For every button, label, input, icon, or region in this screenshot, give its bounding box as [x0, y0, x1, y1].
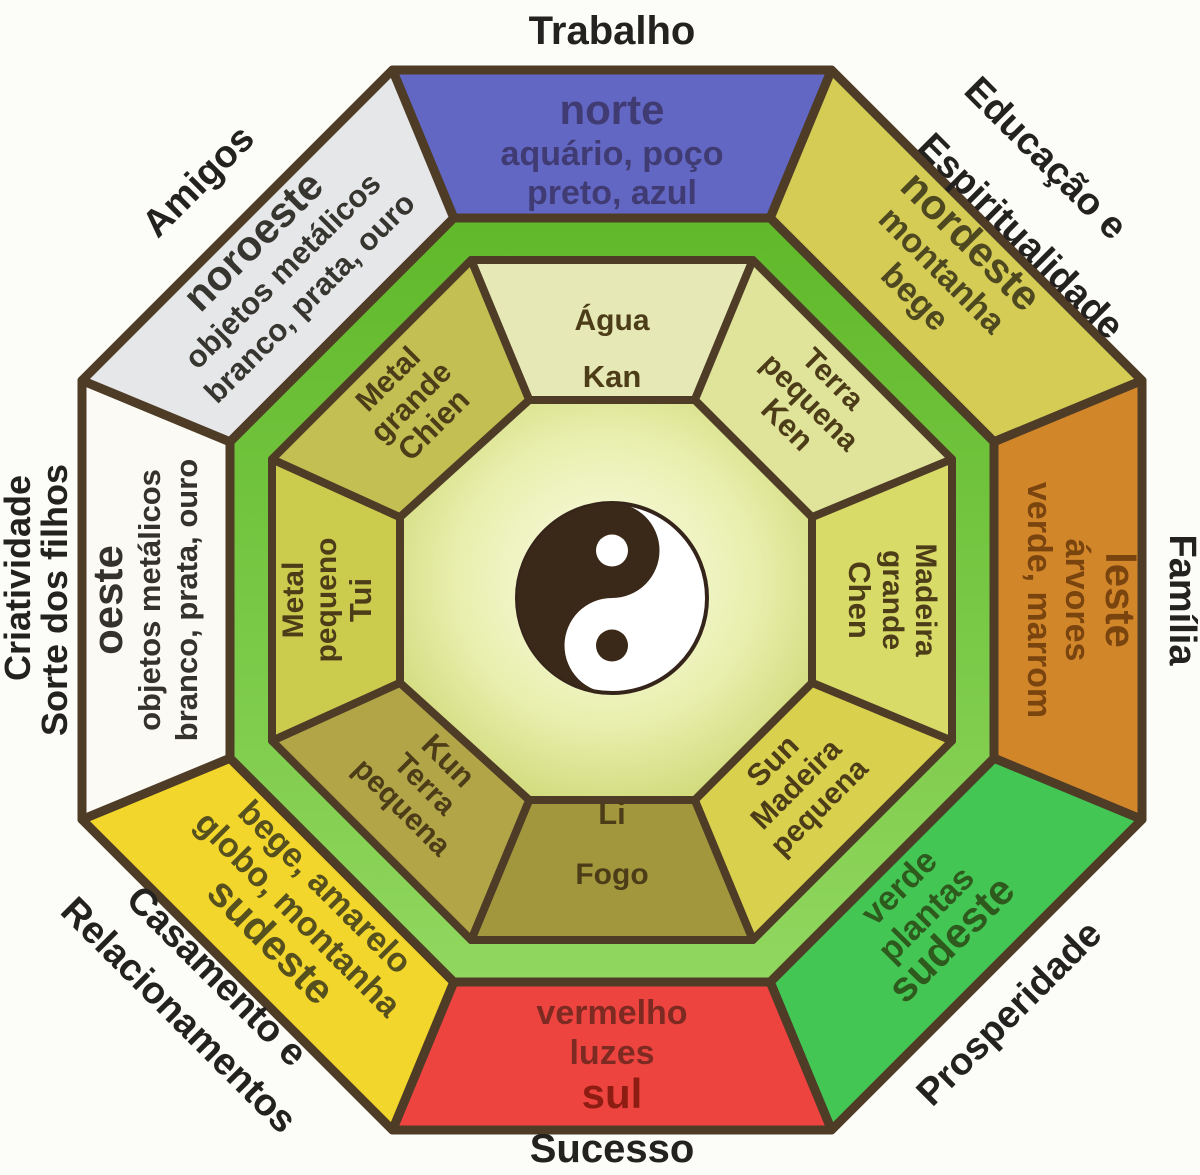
label-trabalho: Trabalho	[529, 9, 696, 53]
yin-yang-symbol	[515, 501, 709, 695]
middle-chen-element1: Madeira	[909, 543, 942, 657]
outer-sul-detail2: luzes	[569, 1034, 654, 1072]
middle-tui-element2: pequeno	[310, 538, 343, 663]
outer-leste-direction: leste	[1097, 552, 1144, 648]
label-criatividade-2: Sorte dos filhos	[34, 464, 75, 736]
outer-oeste-detail1: objetos metálicos	[132, 469, 167, 731]
outer-sul-direction: sul	[582, 1070, 643, 1117]
label-familia: Família	[1161, 535, 1200, 667]
label-sucesso: Sucesso	[530, 1127, 695, 1171]
middle-tui-element1: Metal	[277, 562, 310, 639]
outer-norte-direction: norte	[560, 86, 665, 133]
outer-norte-detail2: preto, azul	[527, 174, 697, 212]
yin-dot	[596, 629, 628, 662]
middle-kan-element: Água	[575, 303, 650, 337]
outer-oeste-direction: oeste	[84, 545, 131, 655]
middle-kan-trigram: Kan	[583, 359, 642, 394]
middle-li-trigram: Li	[598, 796, 626, 831]
middle-tui-trigram: Tui	[343, 578, 378, 622]
middle-li-element: Fogo	[575, 858, 648, 891]
middle-chen-trigram: Chen	[842, 561, 877, 639]
outer-leste-detail1: árvores	[1058, 539, 1096, 662]
label-criatividade-1: Criatividade	[0, 475, 38, 681]
middle-chen-element2: grande	[876, 550, 909, 650]
outer-oeste-detail2: branco, prata, ouro	[169, 459, 204, 741]
outer-norte-detail1: aquário, poço	[501, 135, 724, 173]
outer-sul-detail1: vermelho	[536, 994, 687, 1032]
yang-dot	[596, 534, 628, 567]
outer-leste-detail2: verde, marrom	[1020, 482, 1058, 718]
